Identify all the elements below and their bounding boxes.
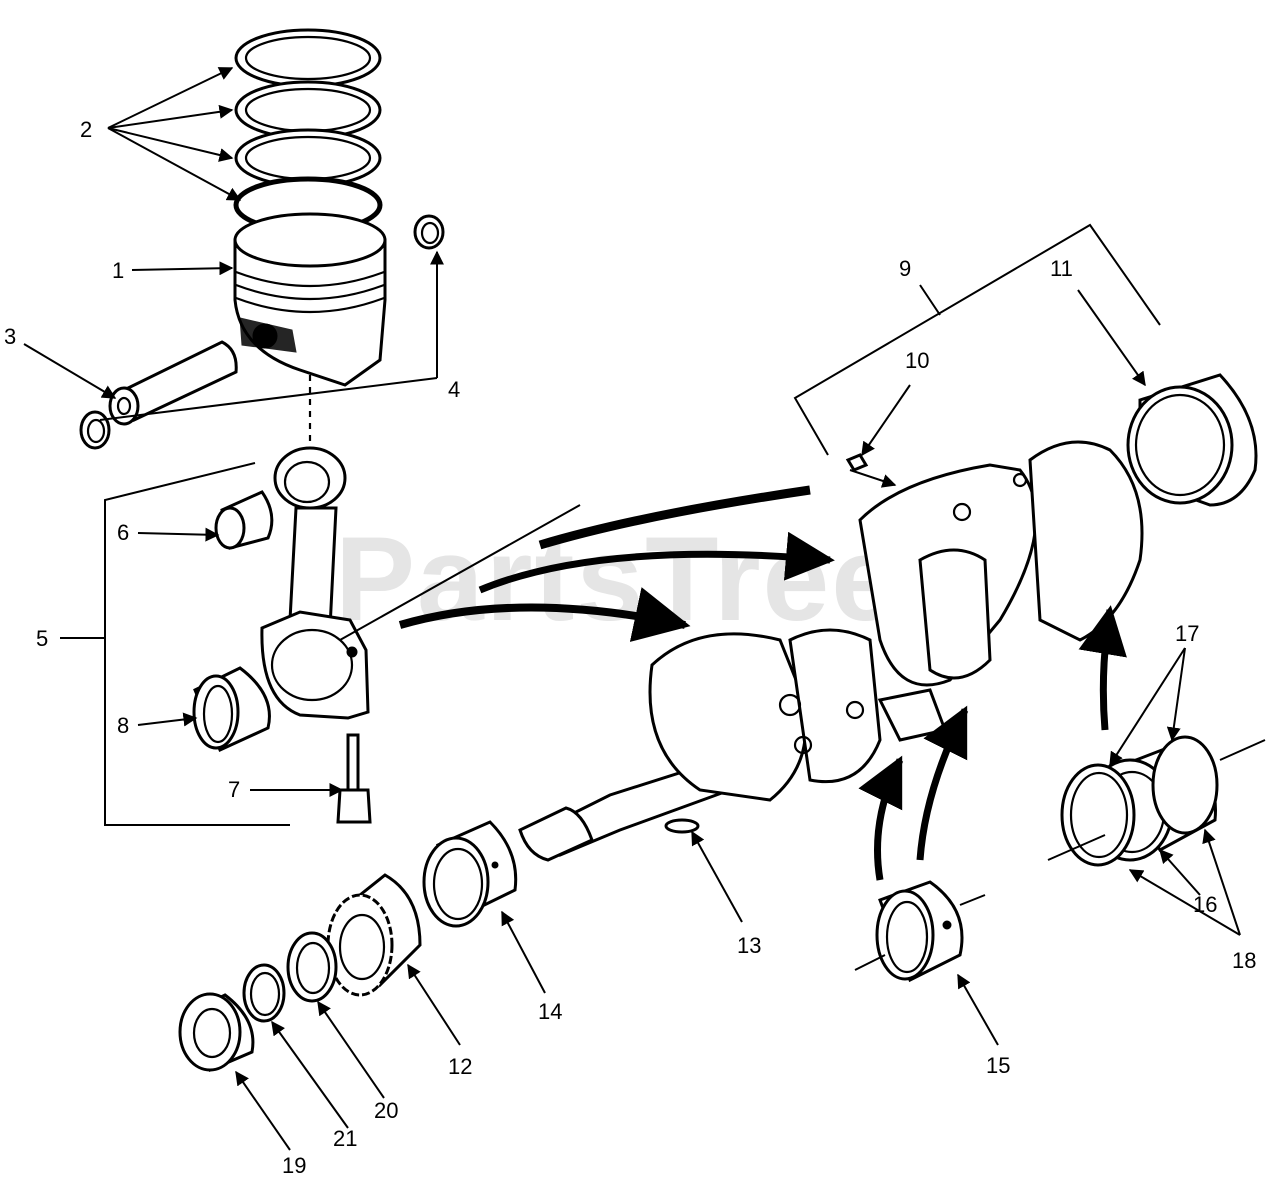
callout-labels: 1 2 3 4 5 6 7 8 9 10 11 12 13 14 15 16 1…	[4, 117, 1256, 1178]
piston-rings[interactable]	[233, 28, 383, 234]
oil-seal[interactable]	[178, 992, 255, 1072]
callout-12: 12	[448, 1054, 472, 1079]
callout-7: 7	[228, 777, 240, 802]
leader-lines	[23, 67, 1241, 1151]
callout-6: 6	[117, 520, 129, 545]
center-main-bearing[interactable]	[875, 880, 964, 983]
assembly-arrows	[398, 469, 1127, 881]
piston-pin[interactable]	[108, 340, 238, 426]
callout-13: 13	[737, 933, 761, 958]
callout-1: 1	[112, 258, 124, 283]
callout-9: 9	[899, 256, 911, 281]
watermark: PartsTree	[335, 512, 900, 646]
rod-bearing[interactable]	[192, 666, 271, 753]
callout-4: 4	[448, 377, 460, 402]
callout-21: 21	[333, 1126, 357, 1151]
woodruff-key[interactable]	[664, 818, 700, 834]
callout-17: 17	[1175, 621, 1199, 646]
pin-retainer-right[interactable]	[413, 214, 445, 250]
callout-11: 11	[1050, 256, 1073, 281]
callout-15: 15	[986, 1053, 1010, 1078]
callout-19: 19	[282, 1153, 306, 1178]
callout-3: 3	[4, 324, 16, 349]
piston[interactable]	[233, 212, 387, 387]
front-main-bearing[interactable]	[422, 820, 518, 928]
crank-gear[interactable]	[326, 873, 422, 997]
callout-20: 20	[374, 1098, 398, 1123]
piston-pin-bushing[interactable]	[214, 490, 274, 550]
connecting-rod[interactable]	[260, 375, 370, 720]
crankshaft[interactable]	[518, 440, 1144, 862]
callout-2: 2	[80, 117, 92, 142]
callout-8: 8	[117, 713, 129, 738]
callout-5: 5	[36, 626, 48, 651]
rod-bolt[interactable]	[336, 733, 372, 824]
callout-14: 14	[538, 999, 562, 1024]
callout-10: 10	[905, 348, 929, 373]
bracket-lines	[60, 223, 1266, 971]
key[interactable]	[845, 453, 869, 472]
snap-ring[interactable]	[242, 963, 286, 1023]
rear-bearing[interactable]	[1126, 373, 1258, 507]
thrust-washers[interactable]	[1060, 735, 1219, 867]
callout-18: 18	[1232, 948, 1256, 973]
pin-retainer-left[interactable]	[79, 410, 111, 450]
thrust-washer[interactable]	[286, 931, 338, 1003]
callout-16: 16	[1193, 892, 1217, 917]
